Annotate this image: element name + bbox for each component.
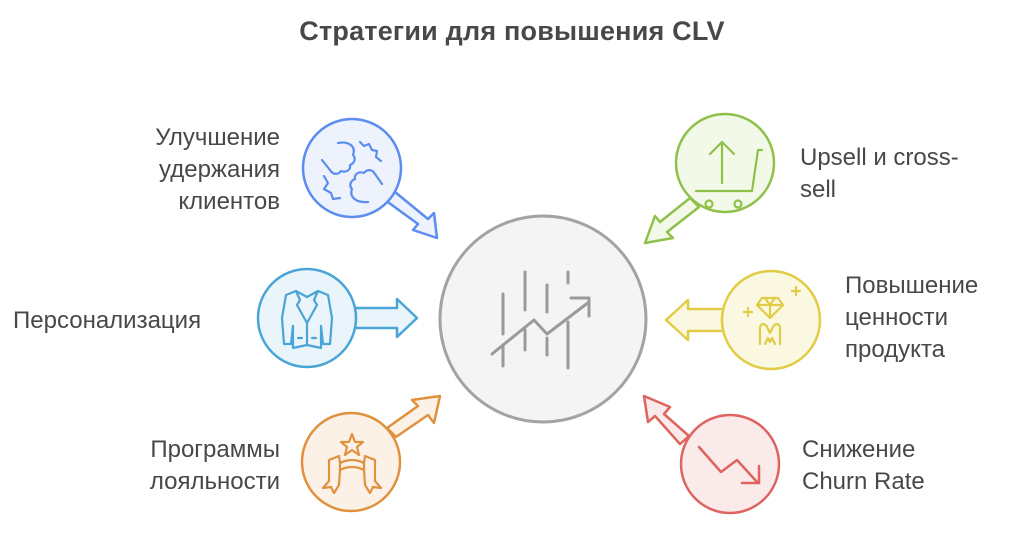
arrow-product-value: [664, 298, 728, 342]
growth-chart-icon: [490, 270, 591, 370]
node-loyalty: [300, 394, 442, 513]
label-retention: Улучшение удержания клиентов: [155, 124, 280, 215]
star-ribbon-icon: [321, 432, 383, 495]
arrow-personalization: [348, 297, 419, 339]
fist-bump-icon: [320, 140, 384, 204]
arrow-loyalty: [385, 394, 442, 439]
arrow-churn: [642, 394, 691, 446]
label-personalization: Персонализация: [13, 307, 202, 334]
node-upsell: [643, 112, 776, 245]
suit-jacket-icon: [280, 289, 334, 350]
trend-down-icon: [697, 445, 761, 485]
diagram-title: Стратегии для повышения CLV: [299, 16, 725, 46]
center-hub: [438, 214, 648, 424]
shopping-cart-up-icon: [694, 140, 764, 209]
diamond-value-icon: [742, 285, 802, 346]
node-personalization: [256, 267, 419, 369]
node-churn: [642, 394, 781, 515]
node-retention: [301, 117, 439, 240]
label-upsell: Upsell и cross- sell: [800, 144, 959, 203]
arrow-retention: [383, 190, 439, 240]
node-product-value: [664, 269, 822, 371]
label-loyalty: Программы лояльности: [149, 436, 280, 495]
label-product-value: Повышение ценности продукта: [845, 272, 979, 363]
arrow-upsell: [643, 196, 701, 245]
label-churn: Снижение Churn Rate: [802, 436, 925, 495]
